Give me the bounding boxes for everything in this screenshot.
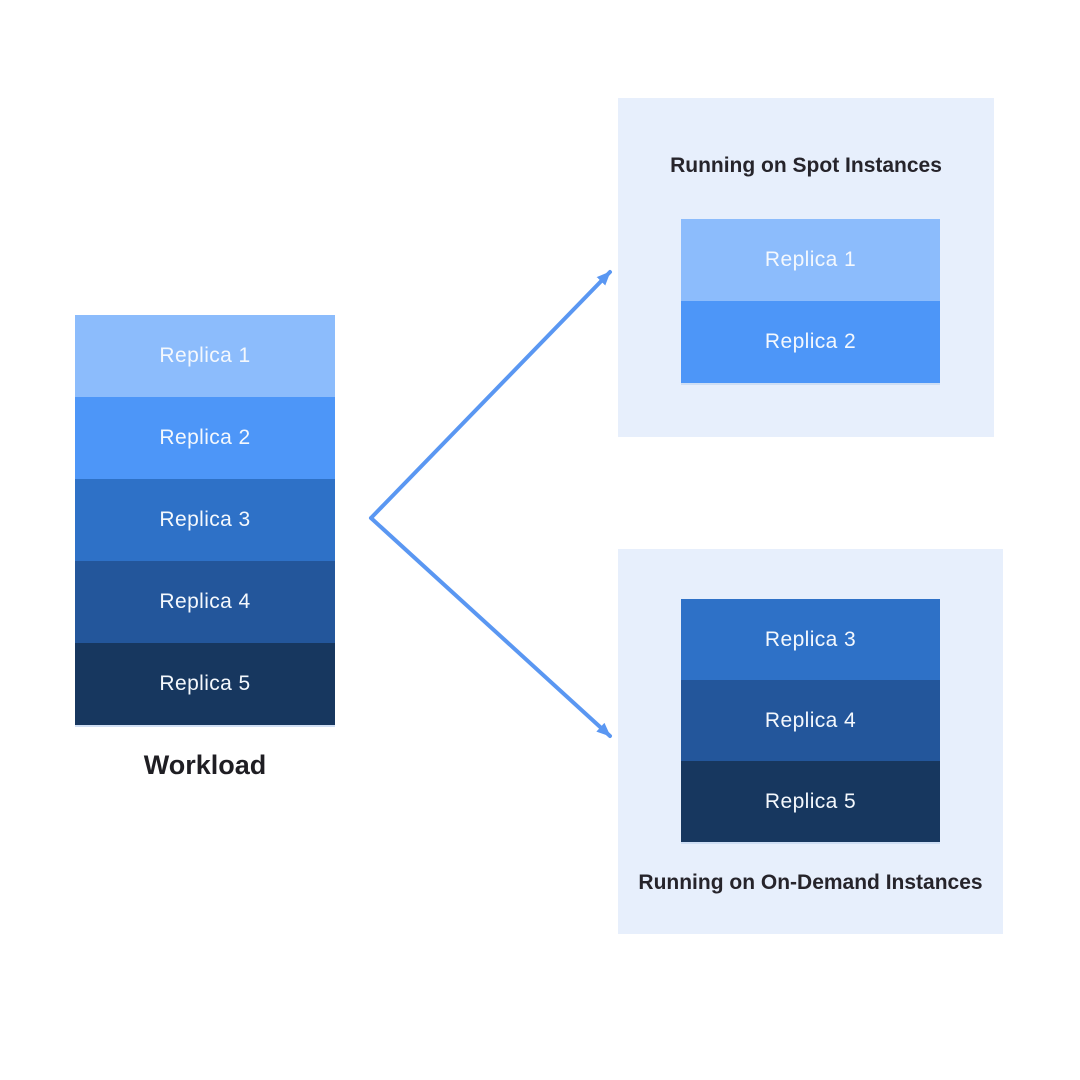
on-demand-panel-title: Running on On-Demand Instances — [638, 871, 983, 894]
arrow-to-spot — [369, 270, 612, 520]
spot-stack: Replica 1 Replica 2 — [681, 219, 940, 383]
on-demand-panel: Replica 3 Replica 4 Replica 5 Running on… — [618, 549, 1003, 934]
replica-label: Replica 3 — [159, 508, 251, 531]
workload-stack: Replica 1 Replica 2 Replica 3 Replica 4 … — [75, 315, 335, 725]
spot-panel: Running on Spot Instances Replica 1 Repl… — [618, 98, 994, 437]
replica-label: Replica 3 — [764, 627, 857, 651]
replica-label: Replica 1 — [764, 248, 857, 271]
replica-label: Replica 1 — [159, 344, 251, 367]
workload-replica-4: Replica 4 — [75, 561, 335, 643]
spot-panel-title: Running on Spot Instances — [670, 154, 942, 177]
replica-label: Replica 4 — [159, 590, 251, 613]
workload-caption: Workload — [143, 750, 267, 780]
replica-label: Replica 5 — [764, 789, 857, 813]
workload-replica-5: Replica 5 — [75, 643, 335, 725]
replica-label: Replica 5 — [159, 672, 251, 695]
on-demand-replica-5: Replica 5 — [681, 761, 940, 842]
arrow-to-on-demand — [369, 516, 612, 738]
replica-label: Replica 2 — [159, 426, 251, 449]
spot-replica-2: Replica 2 — [681, 301, 940, 383]
replica-label: Replica 2 — [764, 330, 857, 353]
replica-label: Replica 4 — [764, 708, 857, 732]
workload-replica-2: Replica 2 — [75, 397, 335, 479]
on-demand-replica-3: Replica 3 — [681, 599, 940, 680]
spot-replica-1: Replica 1 — [681, 219, 940, 301]
on-demand-replica-4: Replica 4 — [681, 680, 940, 761]
workload-replica-3: Replica 3 — [75, 479, 335, 561]
workload-replica-1: Replica 1 — [75, 315, 335, 397]
on-demand-stack: Replica 3 Replica 4 Replica 5 — [681, 599, 940, 842]
